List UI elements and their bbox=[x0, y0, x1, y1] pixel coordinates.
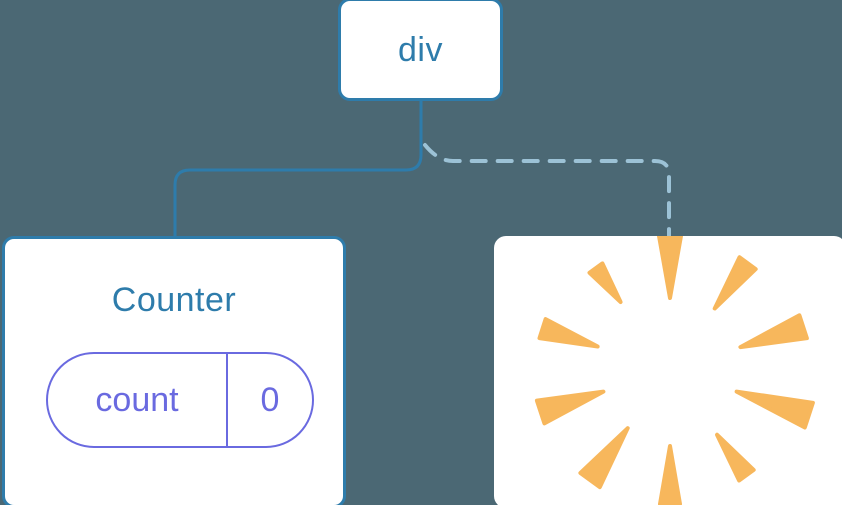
burst-ray-8 bbox=[537, 317, 600, 349]
edge-div-to-counter bbox=[173, 99, 423, 240]
counter-node[interactable]: Counter count 0 bbox=[2, 236, 346, 505]
burst-ray-3 bbox=[734, 389, 815, 430]
sparkle-burst-icon bbox=[534, 236, 815, 505]
edge-div-to-burst bbox=[423, 143, 671, 240]
burst-ray-group bbox=[534, 236, 815, 505]
state-pill-divider bbox=[226, 354, 228, 446]
burst-ray-2 bbox=[738, 313, 809, 350]
div-node-label: div bbox=[398, 30, 443, 69]
state-value-label: 0 bbox=[260, 381, 280, 419]
burst-ray-0 bbox=[657, 236, 683, 300]
burst-node[interactable] bbox=[494, 236, 842, 505]
burst-ray-9 bbox=[587, 261, 623, 304]
state-pill-count[interactable]: count 0 bbox=[46, 352, 314, 448]
burst-ray-4 bbox=[715, 432, 756, 483]
burst-ray-5 bbox=[658, 444, 682, 505]
counter-node-label: Counter bbox=[111, 281, 237, 319]
state-key-label: count bbox=[95, 381, 179, 419]
burst-ray-6 bbox=[578, 426, 630, 490]
burst-ray-7 bbox=[534, 389, 606, 426]
burst-ray-1 bbox=[712, 255, 758, 311]
div-node[interactable]: div bbox=[338, 0, 503, 101]
